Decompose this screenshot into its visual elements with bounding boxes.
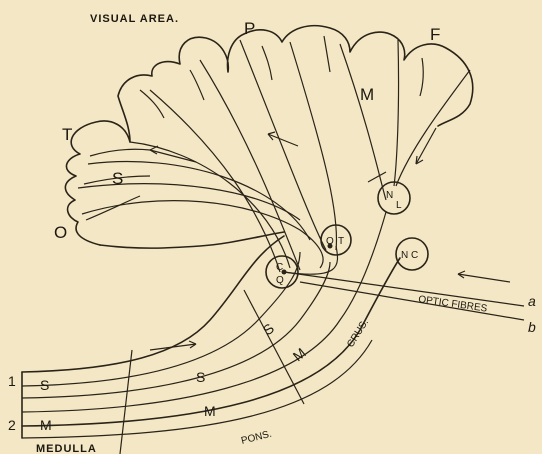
row-2-label: 2 bbox=[8, 417, 16, 433]
pons-label: PONS. bbox=[240, 429, 273, 447]
row-1-label: 1 bbox=[8, 373, 16, 389]
label-a: a bbox=[528, 293, 536, 309]
label-ot-o: O bbox=[326, 236, 334, 247]
label-m-medulla: M bbox=[40, 417, 52, 433]
label-s-cortex: S bbox=[112, 169, 123, 188]
label-f: F bbox=[430, 25, 440, 44]
label-cq-q: Q bbox=[276, 275, 284, 286]
crus-label: CRUS. bbox=[345, 317, 371, 349]
label-m-upper: M bbox=[360, 85, 374, 104]
label-p: P bbox=[244, 19, 255, 38]
label-nc: N C bbox=[401, 250, 418, 261]
cortex-outline bbox=[65, 26, 472, 248]
label-o: O bbox=[54, 223, 67, 242]
fibre-tracts bbox=[78, 40, 470, 272]
visual-area-label: VISUAL AREA. bbox=[90, 13, 179, 25]
label-s-stem: S bbox=[260, 320, 277, 338]
label-nl-l: L bbox=[396, 200, 402, 211]
label-ot-t: T bbox=[338, 236, 344, 247]
label-m-stem: M bbox=[204, 403, 216, 419]
label-s-medulla: S bbox=[40, 377, 49, 393]
label-cq-c: C bbox=[276, 262, 283, 273]
nucleus-nl-circle bbox=[378, 182, 410, 214]
medulla-label: MEDULLA bbox=[36, 443, 97, 454]
optic-fibres-label: OPTIC FIBRES bbox=[418, 294, 489, 315]
label-s-tract: S bbox=[196, 369, 205, 385]
label-t: T bbox=[62, 125, 72, 144]
label-m-tract: M bbox=[290, 345, 309, 365]
label-b: b bbox=[528, 319, 536, 335]
label-nl-n: N bbox=[386, 190, 393, 201]
